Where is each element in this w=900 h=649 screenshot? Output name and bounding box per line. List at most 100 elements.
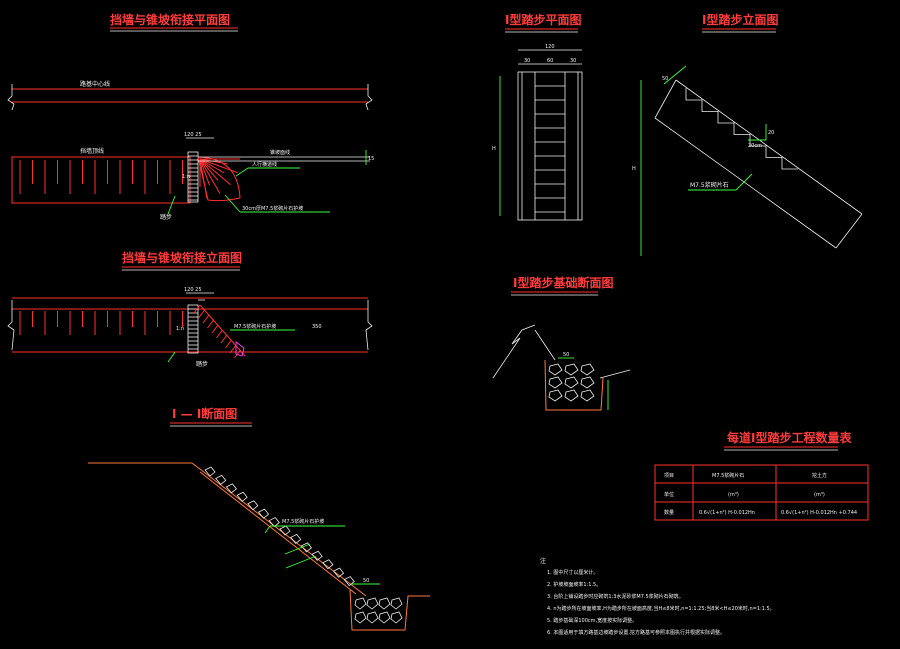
title-qty-table: 每道I型踏步工程数量表 (727, 430, 852, 445)
found-slope-face (534, 329, 556, 361)
rubble-stone (366, 611, 379, 624)
dim-label-vertical: 1:n (176, 326, 184, 332)
step-plan-view: I型踏步平面图 120 30 60 30 H (492, 12, 583, 221)
table-qty-label: 数量 (664, 509, 674, 516)
step-leader (167, 195, 176, 215)
fan-tick (207, 319, 214, 329)
table-unit-label: 单位 (664, 491, 674, 498)
toe-leader-2 (235, 167, 249, 177)
title-step-found: I型踏步基础断面图 (513, 275, 613, 290)
break-line-right (365, 84, 373, 111)
retaining-wall-band (11, 156, 191, 204)
protect-m75-section: M7.5浆砌片石护坡 (282, 518, 324, 525)
fan-tick (211, 324, 219, 334)
fan-tick (225, 339, 232, 349)
protect-leader-2 (264, 525, 271, 534)
cone-ray (199, 158, 228, 165)
step-foundation-view: I型踏步基础断面图 50 (492, 275, 631, 411)
notes-head: 注 (540, 557, 546, 565)
dim-350: 350 (312, 324, 322, 330)
protect-m75-label: M7.5浆砌片石护坡 (234, 323, 276, 330)
dim-tick (285, 555, 317, 569)
stair-tooth (765, 145, 782, 158)
rubble-stone (378, 597, 391, 610)
wall-hatch-elev (19, 311, 183, 335)
break-line-left (7, 300, 15, 351)
step-plan-outline (517, 71, 583, 221)
title-step-elev: I型踏步立面图 (702, 12, 778, 27)
rubble-stone (247, 500, 259, 511)
step-label-elev: 踏步 (196, 360, 208, 368)
table-qty-m75: 0.6√(1+n²) H-0.012Hn (699, 510, 755, 516)
quantity-table: 每道I型踏步工程数量表 项目 M7.5浆砌片石 挖土方 单位 (m³) (m³)… (654, 430, 869, 521)
step-elev-bottom-face (654, 117, 837, 249)
rubble-stone (268, 517, 280, 528)
dim-h-elev: H (632, 166, 636, 172)
protect-leader (224, 194, 241, 213)
protect-30-label: 30cm厚M7.5浆砌片石护坡 (242, 205, 303, 212)
table-unit-m75: (m³) (728, 492, 739, 498)
break-line-left (7, 84, 15, 111)
step-elev-bottom-end (835, 213, 863, 249)
dim-h-plan: H (492, 146, 496, 152)
table-frame (654, 464, 869, 521)
found-ground-right (599, 369, 631, 379)
step-elev-top-face (675, 79, 863, 215)
rubble-stone (354, 611, 367, 624)
rubble-stone (215, 474, 227, 485)
foundation-rubble (354, 597, 403, 624)
rubble-stone (390, 597, 403, 610)
toe-label: 人行横道线 (252, 161, 277, 168)
fan-tick (202, 314, 210, 324)
step-plan-treads (535, 85, 565, 213)
rubble-stone (225, 483, 237, 494)
dim-50-section: 50 (363, 578, 369, 584)
found-ground-left (492, 324, 536, 379)
dim-120-25-plan: 120 25 (184, 132, 202, 138)
dim-30-a: 30 (524, 58, 530, 64)
rubble-stone (279, 525, 291, 536)
m75-label: M7.5浆砌片石 (690, 181, 729, 189)
rubble-stone (311, 550, 323, 561)
title-connection-elev: 挡墙与锥坡衔接立面图 (122, 250, 242, 265)
step-elevation-view: I型踏步立面图 H 50 20 20cm M7.5浆砌片石 (632, 12, 863, 256)
table-unit-excav: (m³) (814, 492, 825, 498)
cone-ray (199, 158, 208, 199)
fan-tick (234, 349, 241, 359)
step-leader (167, 351, 176, 363)
connection-plan-view: 挡墙与锥坡衔接平面图 路基中心线 挡墙顶线 1:n 锥坡面线 人行横道线 120… (7, 12, 374, 221)
dim-20cm: 20cm (748, 143, 762, 149)
rubble-stone (322, 559, 334, 570)
m75-leader (735, 173, 753, 191)
table-header-m75: M7.5浆砌片石 (712, 472, 744, 479)
found-block-outline (544, 359, 604, 411)
dim-60: 60 (547, 58, 553, 64)
rubble-stone (257, 508, 270, 519)
note-4: 4. n为踏步所在坡面坡率,H为踏步所在坡面高度,当H≤8米时,n=1:1.25… (547, 605, 775, 612)
rubble-stone (290, 533, 302, 544)
rubble-stone (548, 363, 563, 376)
rubble-stone (332, 567, 345, 578)
rubble-stone (366, 597, 379, 610)
wall-hatch-plan (19, 160, 183, 194)
fan-tick (229, 344, 237, 354)
fan-tick (198, 309, 205, 319)
toe-block (235, 341, 245, 357)
rubble-stone (580, 376, 595, 389)
note-3: 3. 台阶上铺设踏步时应砌筑1:3水泥砂浆M7.5浆砌片石砌筑。 (547, 593, 684, 600)
note-2: 2. 护坡坡面坡率1:1.5。 (547, 581, 601, 588)
cone-ray (199, 158, 221, 194)
fan-tick (216, 329, 223, 339)
dim-50-line (663, 65, 687, 85)
step-elev-top-end (654, 79, 677, 119)
ladder-rungs-elev (188, 308, 198, 350)
dim-50-found: 50 (563, 352, 569, 358)
dim-120-25-elev: 120 25 (184, 287, 202, 293)
rubble-stone (354, 597, 367, 610)
dim-120: 120 (545, 44, 555, 50)
section-1-1-view: I — I断面图 M7.5浆砌片石护坡 50 (88, 406, 430, 631)
rubble-stone (390, 611, 403, 624)
dim-20: 20 (768, 130, 774, 136)
rubble-stone (580, 389, 595, 402)
dim-label-vertical: 1:n (182, 174, 190, 180)
